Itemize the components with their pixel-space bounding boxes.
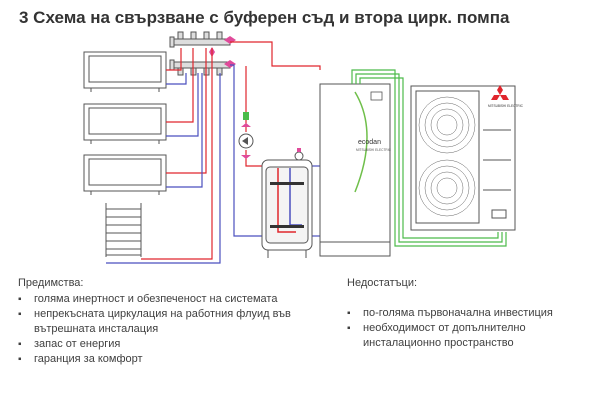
list-item: гаранция за комфорт — [18, 352, 318, 367]
circulation-pump — [238, 112, 254, 159]
connection-diagram: ecodan MITSUBISHI ELECTRIC MITSUBISHI EL… — [83, 31, 524, 264]
return-pipes — [106, 64, 320, 264]
page-title: 3 Схема на свързване с буферен съд и вто… — [19, 8, 510, 27]
refrigerant-pipes — [351, 69, 507, 247]
advantages-list: голяма инертност и обезпеченост на систе… — [18, 292, 318, 367]
towel-radiator — [105, 203, 142, 257]
supply-pipes — [141, 41, 321, 260]
disadvantages-block: Недостатъци: по-голяма първоначална инве… — [347, 276, 587, 351]
list-item: непрекъсната циркулация на работния флуи… — [18, 307, 318, 337]
manifold-supply — [169, 31, 231, 48]
list-item: запас от енергия — [18, 337, 318, 352]
list-item: по-голяма първоначална инвестиция — [347, 306, 587, 321]
fan-coil-unit-3 — [83, 154, 167, 195]
buffer-tank — [261, 148, 313, 258]
list-item: необходимост от допълнително инсталацион… — [347, 321, 587, 351]
ecodan-logo: ecodan — [358, 139, 381, 146]
disadvantages-heading: Недостатъци: — [347, 277, 418, 289]
outdoor-unit — [410, 85, 516, 231]
list-item: голяма инертност и обезпеченост на систе… — [18, 292, 318, 307]
advantages-heading: Предимства: — [18, 277, 84, 289]
indoor-unit — [319, 83, 391, 257]
advantages-block: Предимства: голяма инертност и обезпечен… — [18, 276, 318, 367]
mitsubishi-logo — [491, 85, 509, 100]
disadvantages-list: по-голяма първоначална инвестиция необхо… — [347, 306, 587, 351]
fan-coil-unit-1 — [83, 51, 167, 92]
mitsubishi-logo-text: MITSUBISHI ELECTRIC — [488, 104, 524, 108]
manifold-return — [169, 59, 231, 76]
ecodan-sub-logo: MITSUBISHI ELECTRIC — [356, 148, 392, 152]
fan-coil-unit-2 — [83, 103, 167, 144]
